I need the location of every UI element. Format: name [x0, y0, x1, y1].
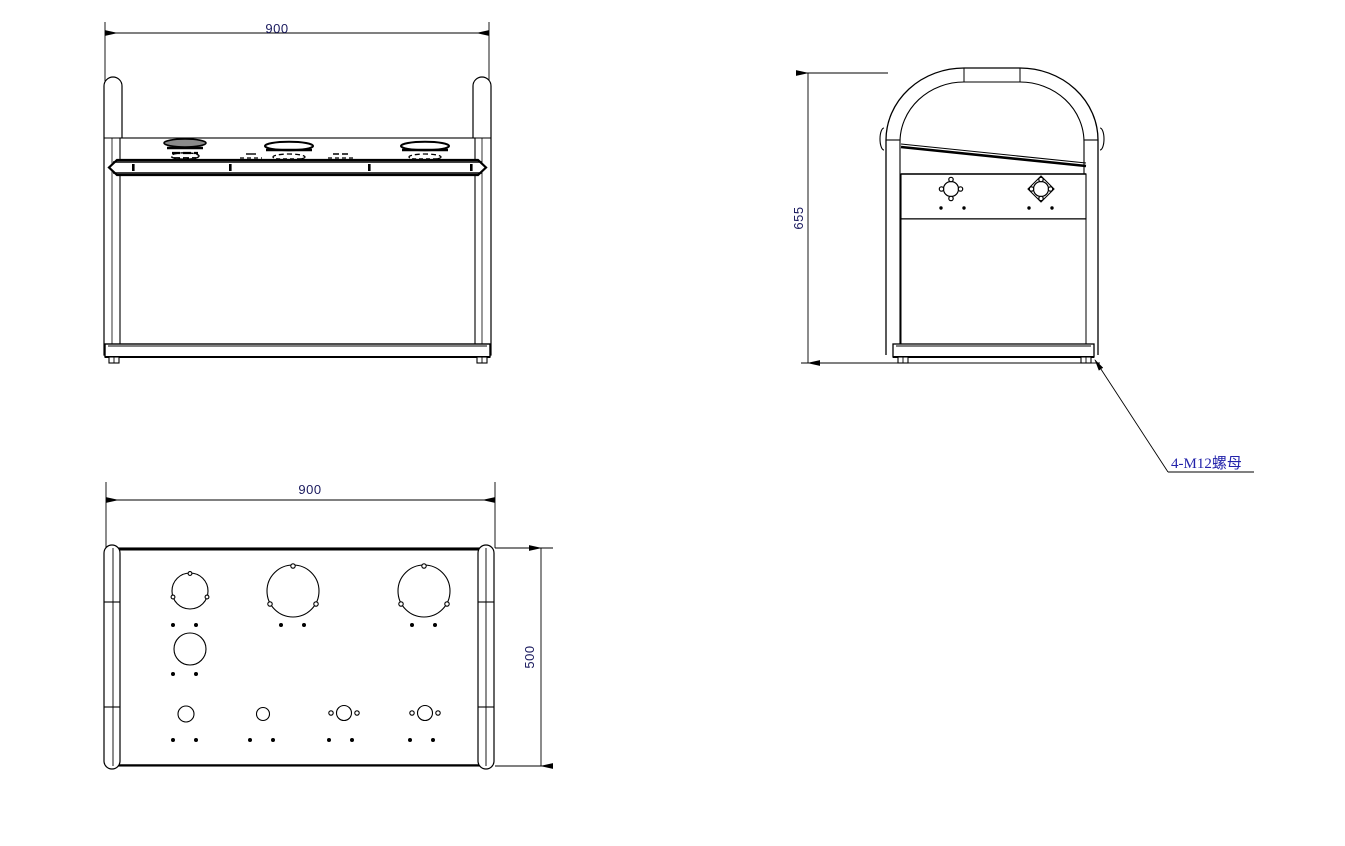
front-view: 900	[103, 21, 492, 364]
top-port-2	[248, 706, 275, 742]
top-depth-dimension: 500	[495, 545, 553, 769]
top-burner-3	[397, 563, 451, 627]
side-base-plinth	[892, 343, 1095, 358]
front-left-post	[103, 76, 123, 356]
front-top-rail	[107, 158, 488, 177]
front-burner-group-3	[400, 140, 450, 161]
top-width-dimension: 900	[105, 482, 496, 548]
top-left-rail	[103, 544, 121, 770]
front-right-post	[472, 76, 492, 356]
front-burner-group-1	[163, 138, 207, 160]
top-burner-2	[266, 563, 320, 627]
top-depth-dimension-text: 500	[522, 645, 537, 668]
side-diagonal-band	[900, 143, 1087, 168]
side-height-dimension: 655	[791, 70, 1100, 366]
side-height-dimension-text: 655	[791, 206, 806, 229]
front-base-plinth	[104, 343, 491, 358]
top-right-rail	[477, 544, 495, 770]
front-feet	[108, 356, 488, 364]
side-control-panel	[900, 173, 1087, 220]
top-view: 900 500	[103, 482, 553, 770]
top-port-4	[408, 704, 441, 742]
side-control-knob-1[interactable]	[938, 176, 966, 210]
side-view: 655	[791, 67, 1254, 473]
nut-callout-text: 4-M12螺母	[1171, 455, 1242, 472]
front-rail-fasteners	[132, 164, 473, 171]
side-lower-body	[900, 218, 1087, 346]
front-burner-hidden-detail	[240, 153, 356, 159]
side-control-knob-2[interactable]	[1027, 175, 1055, 210]
top-burner-1	[170, 571, 210, 627]
front-burner-group-2	[264, 140, 314, 161]
top-port-1	[171, 705, 198, 742]
side-feet	[897, 356, 1092, 364]
side-arch-frame	[879, 67, 1105, 355]
top-port-3	[327, 704, 360, 742]
top-burner-4	[171, 632, 207, 676]
leader-line	[1094, 359, 1169, 473]
front-width-dimension-text: 900	[265, 21, 288, 36]
nut-callout: 4-M12螺母	[1094, 359, 1254, 473]
top-width-dimension-text: 900	[298, 482, 321, 497]
front-width-dimension: 900	[104, 21, 490, 92]
